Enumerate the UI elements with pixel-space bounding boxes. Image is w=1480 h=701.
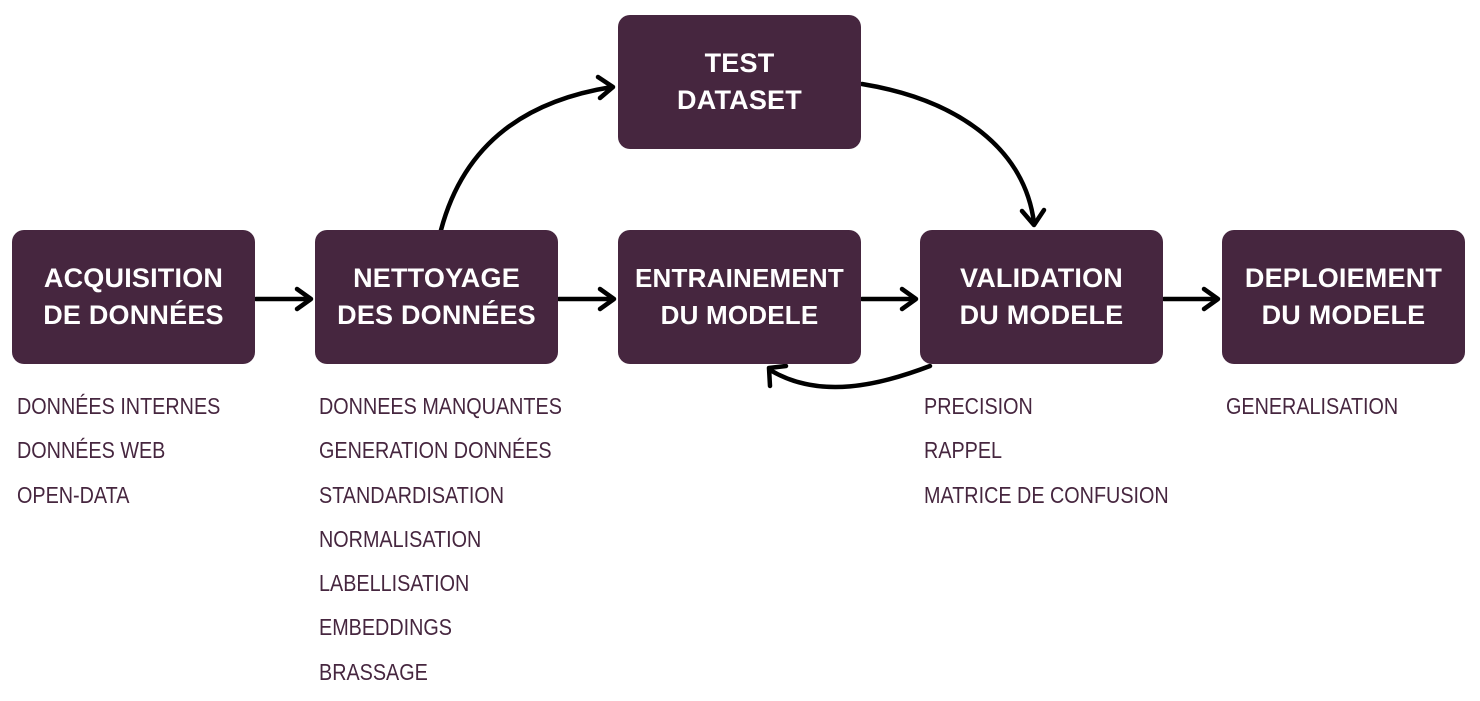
arrow-nettoyage-to-entrainement xyxy=(556,286,617,312)
detail-item: EMBEDDINGS xyxy=(319,614,452,641)
detail-item: BRASSAGE xyxy=(319,658,428,685)
nettoyage-details-list: DONNEES MANQUANTES GENERATION DONNÉES ST… xyxy=(319,384,562,694)
arrow-nettoyage-to-test-dataset xyxy=(438,74,616,233)
step-acquisition-box: ACQUISITION DE DONNÉES xyxy=(12,230,255,364)
step-deploiement-line1: DEPLOIEMENT xyxy=(1244,263,1443,293)
arrow-validation-to-deploiement xyxy=(1161,286,1221,312)
step-test-dataset-box: TEST DATASET xyxy=(618,15,861,149)
arrow-test-dataset-to-validation xyxy=(859,81,1047,228)
step-nettoyage-box: NETTOYAGE DES DONNÉES xyxy=(315,230,558,364)
detail-item: STANDARDISATION xyxy=(319,481,504,508)
detail-item: PRECISION xyxy=(924,393,1033,419)
detail-item: GENERALISATION xyxy=(1226,393,1399,419)
step-entrainement-line2: DU MODELE xyxy=(660,300,819,330)
validation-details-list: PRECISION RAPPEL MATRICE DE CONFUSION xyxy=(924,384,1169,517)
step-nettoyage-line2: DES DONNÉES xyxy=(337,300,536,330)
arrow-entrainement-to-validation xyxy=(859,286,919,312)
step-acquisition-line1: ACQUISITION xyxy=(43,263,224,293)
detail-item: NORMALISATION xyxy=(319,525,482,552)
step-validation-line2: DU MODELE xyxy=(959,300,1124,330)
detail-item: MATRICE DE CONFUSION xyxy=(924,481,1169,508)
step-nettoyage-line1: NETTOYAGE xyxy=(353,263,520,293)
step-deploiement-box: DEPLOIEMENT DU MODELE xyxy=(1222,230,1465,364)
step-entrainement-line1: ENTRAINEMENT xyxy=(635,263,844,293)
detail-item: DONNEES MANQUANTES xyxy=(319,393,562,419)
detail-item: OPEN-DATA xyxy=(17,481,130,508)
step-entrainement-box: ENTRAINEMENT DU MODELE xyxy=(618,230,861,364)
step-deploiement-line2: DU MODELE xyxy=(1261,300,1426,330)
step-validation-line1: VALIDATION xyxy=(960,263,1123,293)
step-test-dataset-line1: TEST xyxy=(704,48,775,78)
arrow-acquisition-to-nettoyage xyxy=(253,286,314,312)
acquisition-details-list: DONNÉES INTERNES DONNÉES WEB OPEN-DATA xyxy=(17,384,220,517)
step-validation-box: VALIDATION DU MODELE xyxy=(920,230,1163,364)
detail-item: DONNÉES WEB xyxy=(17,437,166,464)
step-acquisition-line2: DE DONNÉES xyxy=(43,300,224,330)
detail-item: DONNÉES INTERNES xyxy=(17,393,221,419)
arrow-validation-to-entrainement-feedback xyxy=(766,363,933,390)
step-test-dataset-line2: DATASET xyxy=(677,85,802,115)
deploiement-details-list: GENERALISATION xyxy=(1226,384,1398,428)
detail-item: GENERATION DONNÉES xyxy=(319,437,552,464)
detail-item: RAPPEL xyxy=(924,437,1003,464)
detail-item: LABELLISATION xyxy=(319,570,470,597)
